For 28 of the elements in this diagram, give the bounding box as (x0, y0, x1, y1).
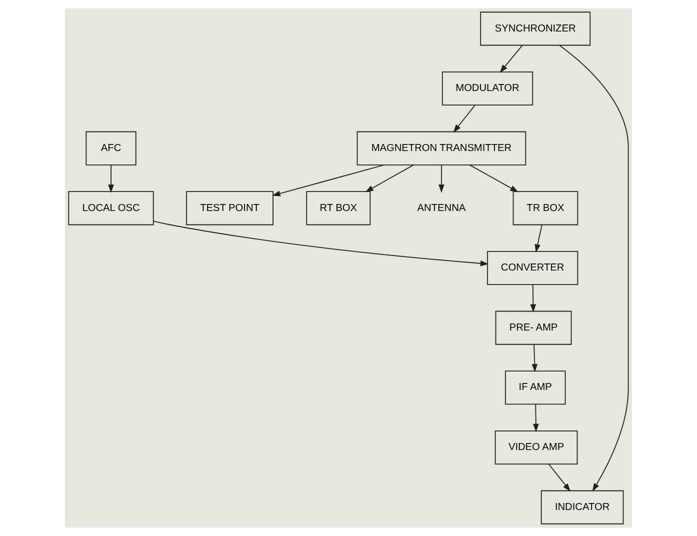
node-box: CONVERTER (487, 250, 578, 286)
node-box: MODULATOR (442, 71, 534, 106)
arrow (153, 220, 489, 266)
node-box: VIDEO AMP (494, 430, 578, 465)
arrow (532, 344, 538, 372)
node-box: INDICATOR (540, 490, 624, 524)
arrow (533, 404, 539, 432)
arrow (365, 164, 414, 192)
arrow (548, 464, 571, 492)
arrow (559, 44, 629, 492)
arrow (272, 164, 385, 196)
node-box: MAGNETRON TRANSMITTER (356, 131, 526, 166)
node-box: TR BOX (512, 191, 578, 226)
arrow (500, 45, 523, 73)
arrow (534, 224, 542, 253)
arrow (453, 104, 476, 133)
arrow (108, 164, 114, 193)
arrow (469, 164, 519, 192)
node-box: AFC (86, 131, 136, 166)
node-box: RT BOX (306, 191, 371, 226)
node-text: ANTENNA (417, 202, 466, 214)
node-box: LOCAL OSC (68, 191, 154, 226)
arrow (438, 164, 444, 193)
node-box: PRE- AMP (495, 310, 572, 345)
node-box: IF AMP (504, 370, 566, 405)
arrow (530, 284, 536, 312)
node-box: SYNCHRONIZER (480, 12, 591, 46)
node-box: TEST POINT (186, 191, 274, 226)
